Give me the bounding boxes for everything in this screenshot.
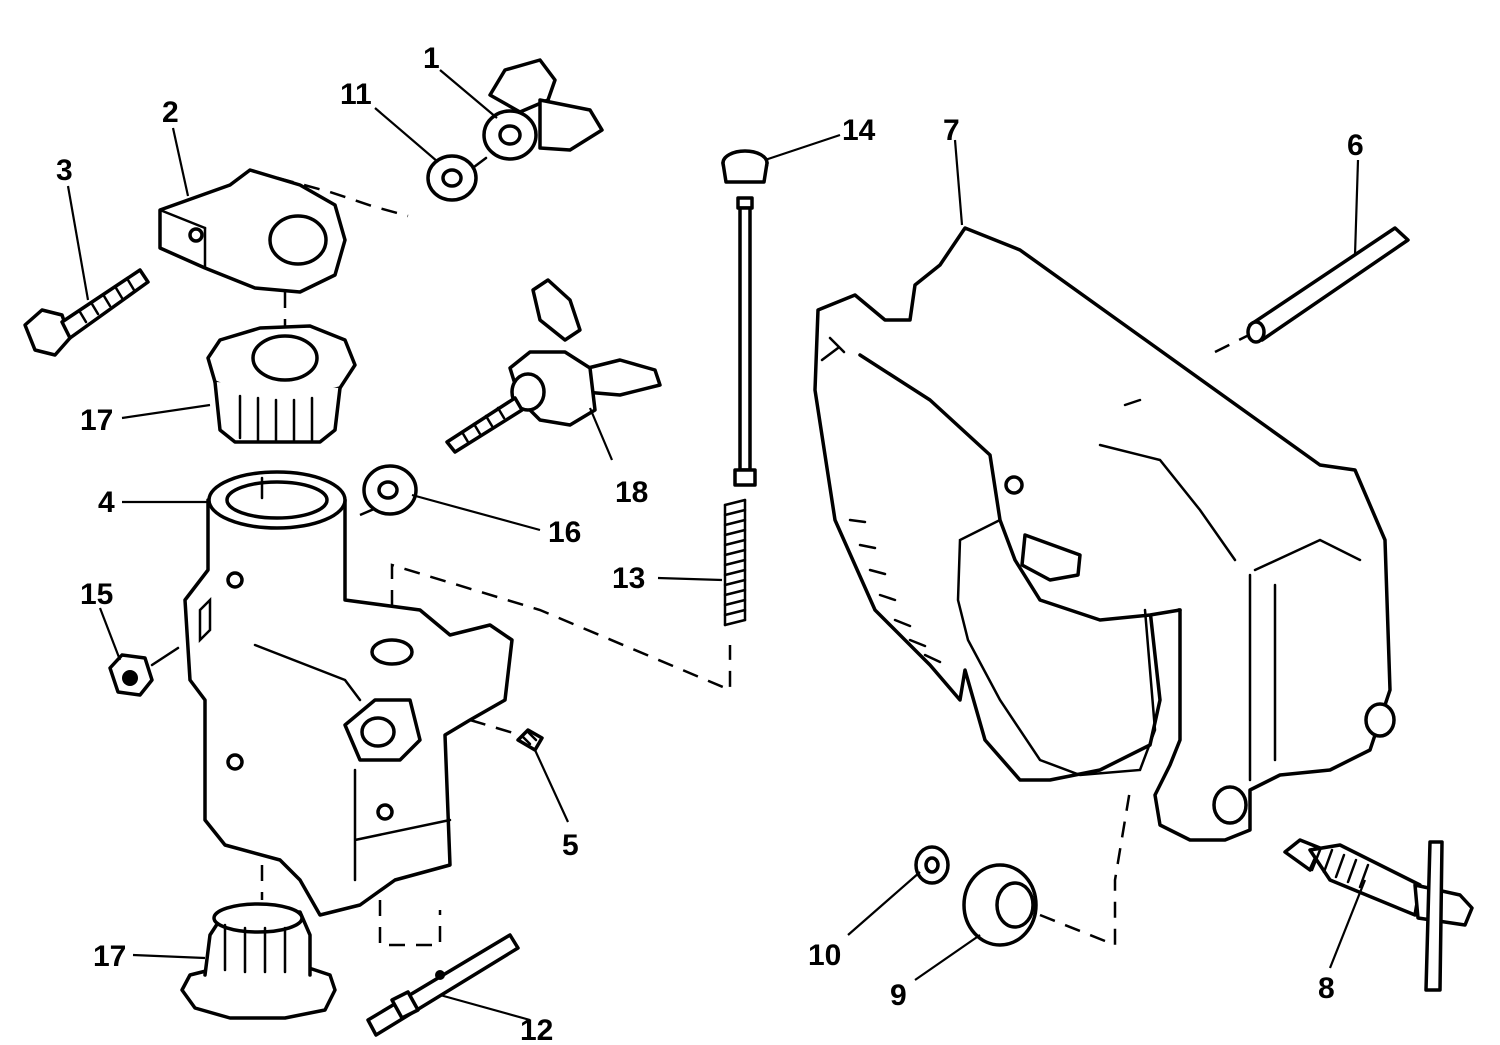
part-2-clamp-bracket: [158, 168, 347, 294]
part-7-stern-bracket: [813, 226, 1396, 842]
part-6-pin: [1246, 226, 1410, 344]
part-11-washer: [426, 154, 478, 202]
part-13-spring: [723, 498, 747, 627]
callout-7: 7: [943, 114, 960, 147]
part-16-washer: [362, 464, 418, 516]
callout-10: 10: [808, 939, 841, 972]
part-15-nut: [108, 646, 180, 697]
callout-17-lower: 17: [93, 940, 126, 973]
part-12-pin: [366, 933, 520, 1037]
callout-8: 8: [1318, 972, 1335, 1005]
callout-2: 2: [162, 96, 179, 129]
part-17-lower-bushing: [180, 902, 337, 1020]
callout-12: 12: [520, 1014, 553, 1045]
callout-15: 15: [80, 578, 113, 611]
callout-18: 18: [615, 476, 648, 509]
part-5-set-screw: [516, 728, 544, 752]
callout-17-upper: 17: [80, 404, 113, 437]
callout-4: 4: [98, 486, 115, 519]
part-14-push-rod: [721, 149, 769, 487]
callout-11: 11: [340, 78, 372, 111]
part-18-wing-screw: [445, 278, 662, 454]
part-9-swivel-pad: [962, 863, 1038, 947]
callout-6: 6: [1347, 129, 1364, 162]
part-10-lock-washer: [914, 845, 950, 885]
callout-3: 3: [56, 154, 73, 187]
callout-5: 5: [562, 829, 579, 862]
part-3-bolt: [23, 268, 150, 357]
callout-14: 14: [842, 114, 876, 147]
callout-1: 1: [423, 42, 440, 75]
callout-labels: 1 2 3 4 5 6 7 8 9 10 11 12 13 14 15 16 1…: [56, 42, 1364, 1045]
part-4-swivel-bracket: [183, 470, 514, 917]
part-17-upper-bushing: [206, 324, 357, 444]
callout-13: 13: [612, 562, 645, 595]
callout-9: 9: [890, 979, 907, 1012]
callout-16: 16: [548, 516, 581, 549]
part-8-clamp-screw: [1283, 838, 1474, 992]
part-1-wing-knob: [468, 58, 604, 172]
leader-lines: [66, 69, 1367, 1022]
